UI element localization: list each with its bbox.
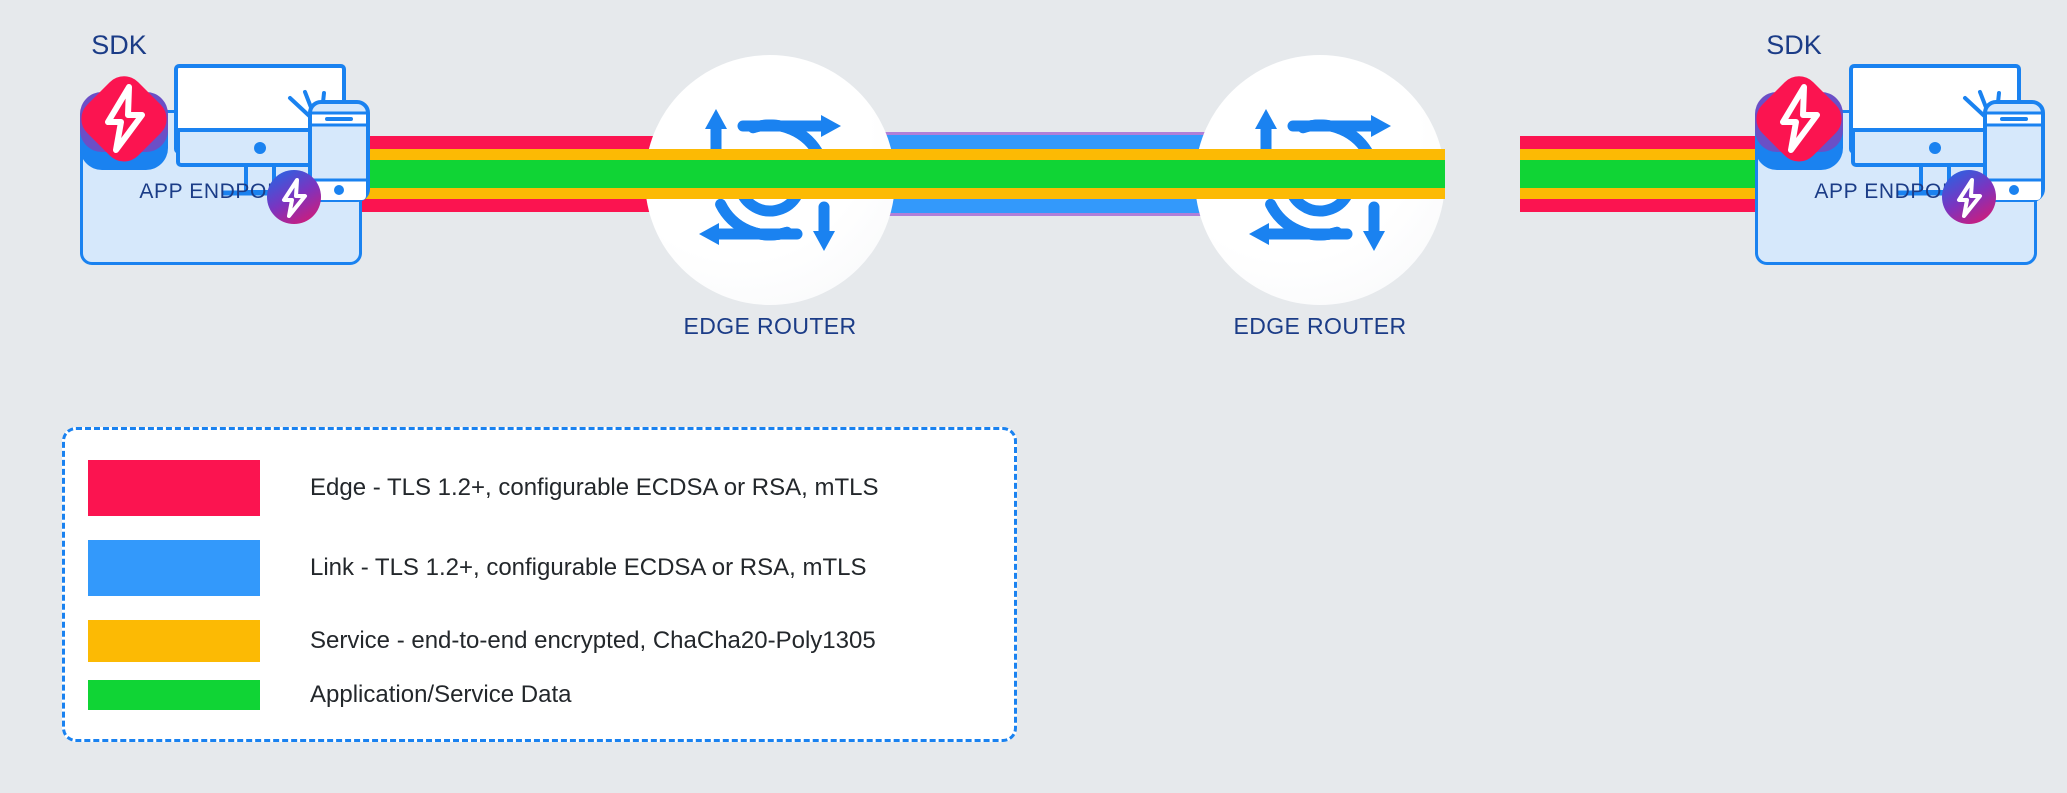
legend-row: Link - TLS 1.2+, configurable ECDSA or R… [65, 540, 1014, 596]
band-service-top [1195, 149, 1445, 160]
band-data [1195, 160, 1445, 188]
band-service-bottom [330, 188, 690, 199]
band-link-outline-bottom [880, 213, 1330, 216]
band-link-outline-top [880, 132, 1330, 135]
sdk-stack-icon [66, 62, 182, 177]
desktop-and-phone-icon [172, 62, 382, 210]
band-edge-bottom [330, 199, 690, 212]
band-edge-top [330, 136, 690, 149]
sdk-label-right: SDK [1766, 30, 1822, 60]
band-service-top [645, 149, 895, 160]
legend-row: Edge - TLS 1.2+, configurable ECDSA or R… [65, 460, 1014, 516]
band-data [330, 160, 690, 188]
legend-swatch-link [88, 540, 260, 596]
legend-row: Service - end-to-end encrypted, ChaCha20… [65, 620, 1014, 662]
legend-label-edge: Edge - TLS 1.2+, configurable ECDSA or R… [310, 474, 879, 501]
lightning-bolt-badge-icon[interactable] [1942, 170, 1996, 224]
band-segment-endpoint-to-router-left [330, 136, 690, 212]
legend-swatch-edge [88, 460, 260, 516]
band-service-top [330, 149, 690, 160]
band-service-bottom [645, 188, 895, 199]
sdk-stack-icon [1741, 62, 1857, 177]
legend-label-service: Service - end-to-end encrypted, ChaCha20… [310, 627, 876, 654]
band-service-bottom [1520, 188, 1870, 199]
app-endpoint-right[interactable]: SDK APP ENDPOINT [1735, 30, 2055, 265]
legend-label-data: Application/Service Data [310, 681, 572, 708]
band-core-overlay-router-left [645, 149, 895, 199]
band-service-top [1520, 149, 1870, 160]
legend-swatch-service [88, 620, 260, 662]
band-service-bottom [880, 188, 1330, 199]
lightning-bolt-badge-icon[interactable] [267, 170, 321, 224]
band-service-bottom [1195, 188, 1445, 199]
band-service-top [880, 149, 1330, 160]
edge-router-right-label: EDGE ROUTER [1233, 313, 1407, 339]
app-endpoint-left[interactable]: SDK APP ENDPOINT [60, 30, 380, 265]
edge-router-left-label: EDGE ROUTER [683, 313, 857, 339]
legend-row: Application/Service Data [65, 680, 1014, 710]
legend-panel: Edge - TLS 1.2+, configurable ECDSA or R… [62, 427, 1017, 742]
app-endpoint-right-label: APP ENDPOINT [1814, 180, 1978, 203]
band-core-overlay-router-right [1195, 149, 1445, 199]
legend-label-link: Link - TLS 1.2+, configurable ECDSA or R… [310, 554, 867, 581]
desktop-and-phone-icon [1847, 62, 2057, 210]
band-data [645, 160, 895, 188]
legend-swatch-data [88, 680, 260, 710]
app-endpoint-left-label: APP ENDPOINT [139, 180, 303, 203]
sdk-label-left: SDK [91, 30, 147, 60]
